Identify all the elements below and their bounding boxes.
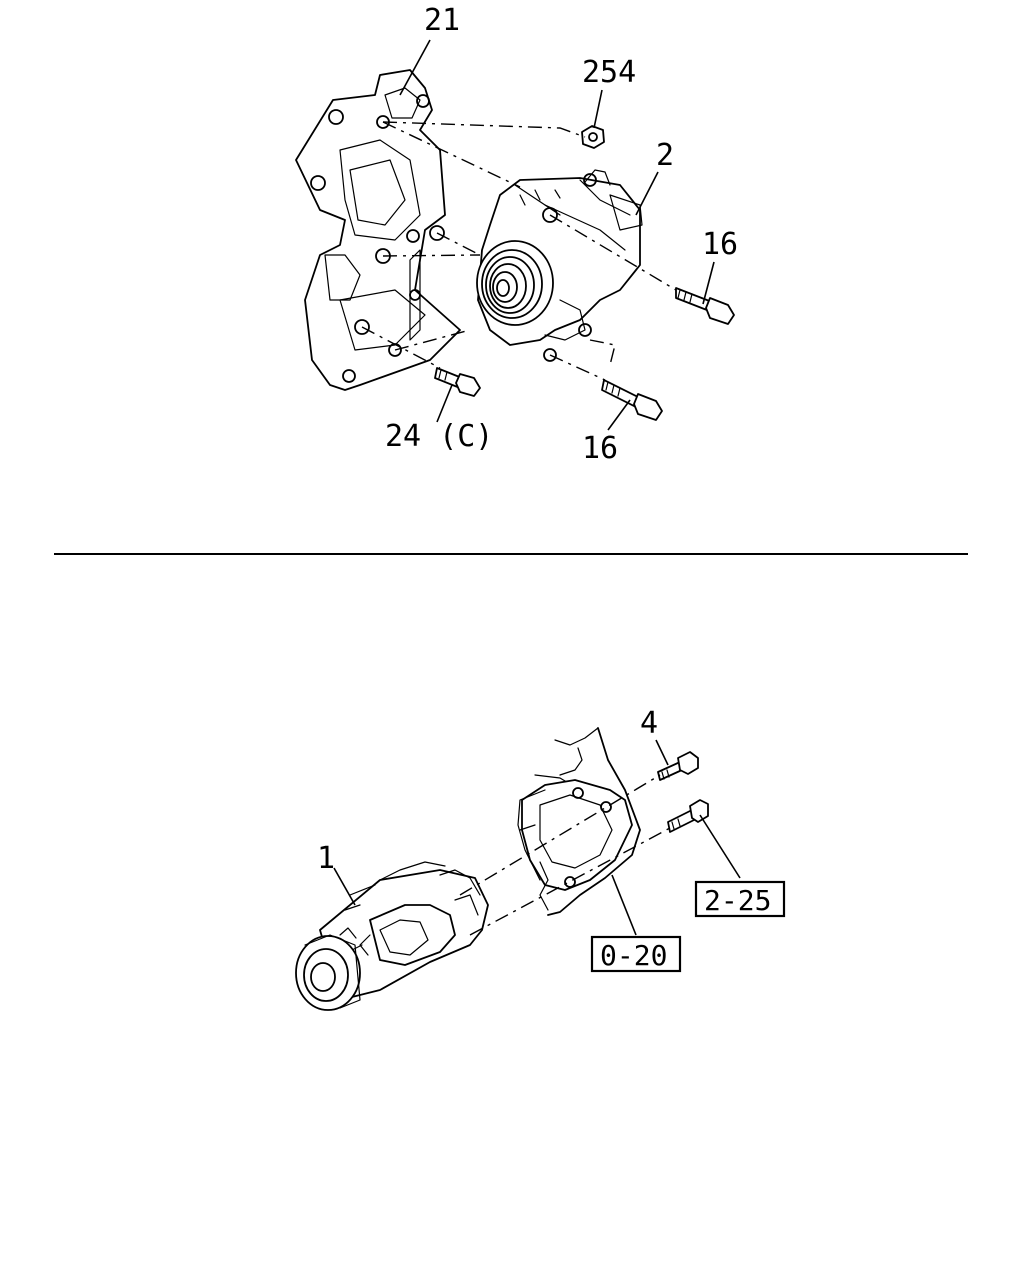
callout-21: 21 — [424, 3, 460, 38]
nut — [581, 125, 605, 149]
bolt-ref-2-25 — [667, 799, 709, 833]
callout-1: 1 — [317, 841, 335, 876]
callout-16-upper: 16 — [702, 227, 738, 262]
flywheel-housing — [517, 727, 641, 916]
leader-16-lower — [607, 399, 631, 431]
assembly-line — [382, 121, 521, 188]
leader-4 — [655, 739, 669, 766]
leader-21 — [399, 39, 431, 96]
bolt-lower — [601, 379, 663, 421]
lower-assembly: 1 4 2-25 0-20 — [295, 706, 786, 1011]
ref-label-0-20: 0-20 — [600, 939, 667, 972]
alignment-line — [459, 774, 661, 896]
assembly-line — [382, 254, 481, 257]
leader-254 — [593, 89, 603, 129]
assembly-line — [589, 339, 616, 366]
assembly-line — [549, 214, 677, 291]
leader-2-25 — [699, 814, 741, 879]
callout-2: 2 — [656, 138, 674, 173]
assembly-line — [394, 329, 471, 351]
upper-assembly: 21 254 2 16 16 24 (C) — [295, 3, 738, 466]
leader-0-20 — [611, 874, 637, 936]
callout-24c: 24 (C) — [385, 419, 493, 454]
assembly-line — [549, 354, 606, 381]
assembly-line — [382, 121, 586, 138]
leader-1 — [333, 867, 356, 906]
callout-16-lower: 16 — [582, 431, 618, 466]
leader-24c — [436, 384, 453, 423]
starter-motor — [295, 861, 489, 1011]
generator — [476, 169, 643, 362]
bolt-upper — [675, 287, 735, 325]
leader-2 — [635, 171, 659, 216]
generator-bracket — [295, 69, 461, 391]
alignment-line — [469, 827, 671, 936]
ref-box-0-20 — [590, 935, 682, 973]
leader-16-upper — [702, 261, 715, 305]
assembly-line — [436, 232, 481, 256]
ref-label-2-25: 2-25 — [704, 884, 771, 917]
callout-254: 254 — [582, 55, 636, 90]
bolt-bracket — [434, 367, 481, 397]
bolt-4 — [657, 751, 699, 781]
ref-box-2-25 — [694, 880, 786, 918]
callout-4: 4 — [640, 706, 658, 741]
